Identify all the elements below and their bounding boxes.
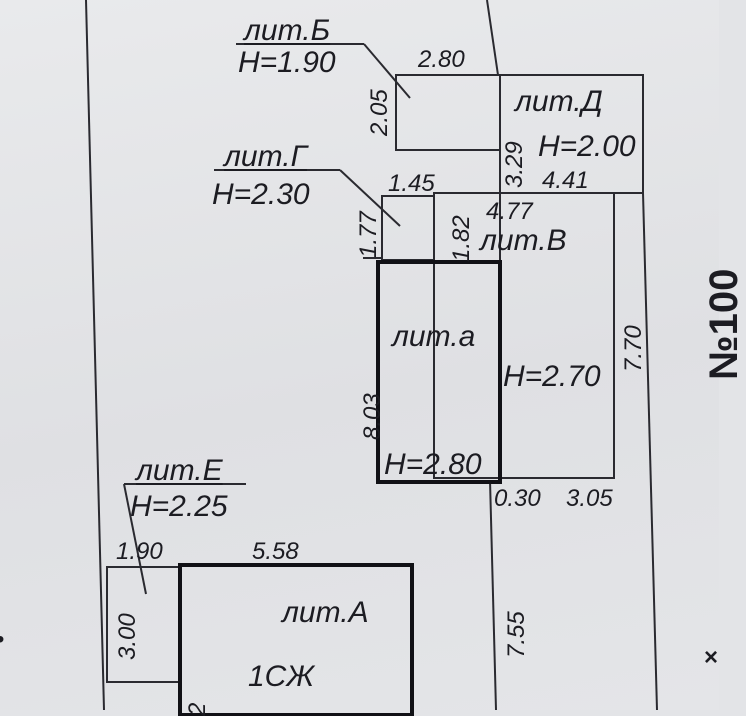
dim-width-right: 3.05 bbox=[566, 485, 613, 512]
dim-lit-d-depth: 3.29 bbox=[501, 141, 528, 188]
height-lit-a-small: H=2.80 bbox=[384, 448, 482, 481]
passage-left bbox=[489, 479, 497, 711]
sublabel-lit-main: 1СЖ bbox=[248, 660, 314, 693]
height-lit-g: H=2.30 bbox=[212, 178, 310, 211]
outline-lit-a-wall bbox=[376, 260, 502, 484]
dim-lit-d-width: 4.41 bbox=[542, 167, 589, 194]
dim-lit-v-depth: 7.70 bbox=[620, 325, 647, 372]
label-lit-d: лит.Д bbox=[515, 85, 603, 118]
dim-depth-lower: 7.55 bbox=[503, 611, 530, 658]
outline-lit-v bbox=[433, 192, 615, 479]
height-lit-e: H=2.25 bbox=[130, 490, 228, 523]
dim-lit-main-partial: 2 bbox=[184, 702, 211, 716]
dim-lit-a-small-depth: 8.03 bbox=[359, 393, 386, 440]
edge-text-right: №100 bbox=[702, 268, 746, 380]
dim-lit-b-depth: 2.05 bbox=[366, 89, 393, 136]
dim-lit-e-depth: 3.00 bbox=[114, 613, 141, 660]
dim-lit-main-width: 5.58 bbox=[252, 538, 299, 565]
height-lit-v: H=2.70 bbox=[503, 360, 601, 393]
dim-lit-v-side: 1.82 bbox=[448, 215, 475, 262]
leader-lit-e-diag bbox=[123, 483, 147, 595]
property-boundary-left bbox=[85, 0, 105, 711]
dim-lit-v-width: 4.77 bbox=[486, 198, 533, 225]
label-lit-g: лит.Г bbox=[224, 140, 307, 173]
dim-lit-b-width: 2.80 bbox=[418, 46, 465, 73]
dim-lit-g-width: 1.45 bbox=[388, 170, 435, 197]
leader-lit-g-diag bbox=[339, 169, 401, 227]
edge-mark-left: • bbox=[0, 628, 4, 652]
outline-lit-main bbox=[178, 563, 414, 716]
label-lit-main: лит.А bbox=[282, 596, 369, 629]
leader-lit-b-diag bbox=[363, 43, 411, 99]
label-lit-b: лит.Б bbox=[244, 14, 331, 47]
outline-lit-g bbox=[381, 195, 435, 261]
label-lit-a-small: лит.а bbox=[392, 320, 476, 353]
label-lit-e: лит.Е bbox=[136, 454, 223, 487]
property-boundary-top bbox=[486, 0, 499, 76]
edge-mark-right: × bbox=[704, 644, 719, 671]
plan-lines bbox=[85, 0, 658, 716]
dim-lit-e-width: 1.90 bbox=[116, 538, 163, 565]
height-lit-b: H=1.90 bbox=[238, 46, 336, 79]
height-lit-d: H=2.00 bbox=[538, 130, 636, 163]
outline-lit-b bbox=[395, 74, 501, 151]
dim-lit-g-depth: 1.77 bbox=[355, 211, 382, 258]
label-lit-v: лит.В bbox=[480, 224, 567, 257]
right-boundary bbox=[642, 192, 658, 711]
dim-gap: 0.30 bbox=[494, 485, 541, 512]
